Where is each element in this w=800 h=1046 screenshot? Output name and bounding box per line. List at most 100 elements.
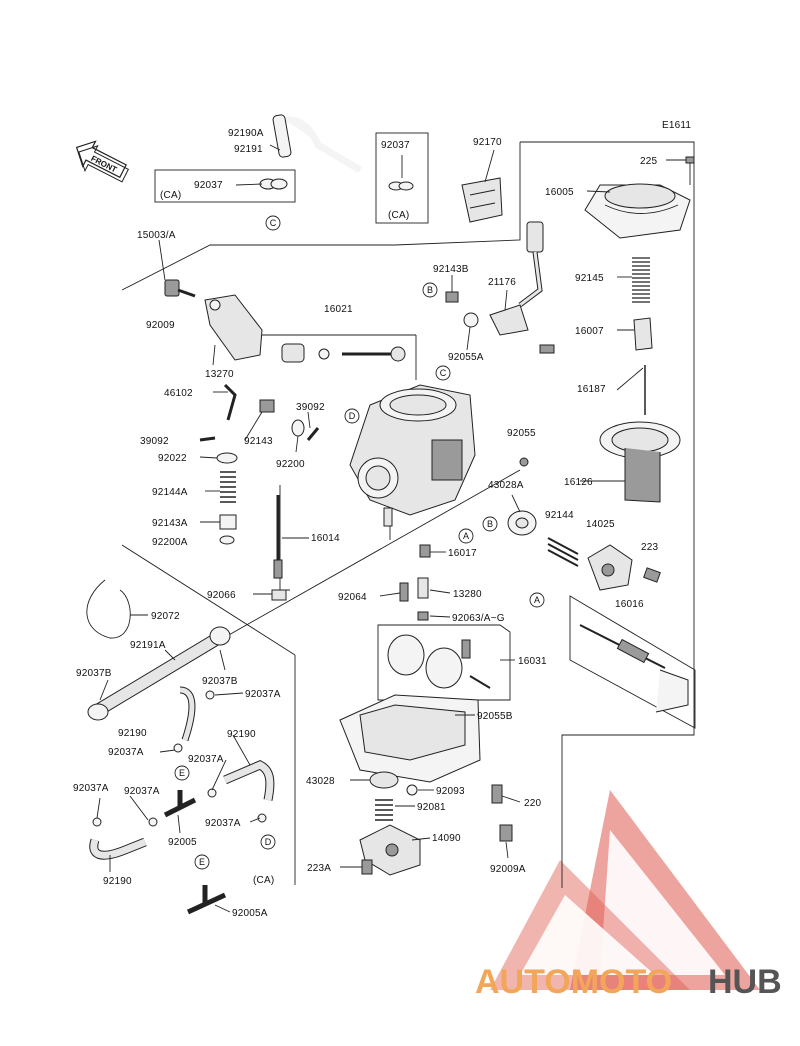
label-92144: 92144	[545, 510, 574, 521]
label-16014: 16014	[311, 533, 340, 544]
label-15003A: 15003/A	[137, 230, 176, 241]
label-92009: 92009	[146, 320, 175, 331]
part-92066	[271, 589, 287, 601]
label-ca-1: (CA)	[160, 190, 181, 201]
label-223: 223	[641, 542, 659, 553]
label-92037-ca: 92037	[194, 180, 223, 191]
label-92037A-d: 92037A	[73, 783, 109, 794]
callout-E-mid: E	[174, 765, 190, 781]
label-92200: 92200	[276, 459, 305, 470]
ca-box-left	[154, 169, 296, 203]
label-223A: 223A	[307, 863, 331, 874]
part-oring-92055	[519, 457, 529, 467]
label-46102: 46102	[164, 388, 193, 399]
part-top-cover-16005	[584, 183, 691, 239]
label-92170: 92170	[473, 137, 502, 148]
front-arrow-icon: FRONT	[75, 140, 130, 183]
label-39092-a: 39092	[140, 436, 169, 447]
part-tee-92005	[163, 790, 197, 818]
label-16005: 16005	[545, 187, 574, 198]
part-float-bowl	[339, 694, 481, 783]
part-16017	[419, 544, 431, 558]
label-92200A: 92200A	[152, 537, 188, 548]
label-92063: 92063/A~G	[452, 613, 505, 624]
label-92191A: 92191A	[130, 640, 166, 651]
part-diaphragm-16126	[599, 421, 681, 503]
part-washer-92200A	[219, 535, 235, 545]
svg-text:A: A	[534, 595, 540, 605]
callout-C-top: C	[265, 215, 281, 231]
part-43028	[369, 771, 399, 789]
label-92190-c: 92190	[103, 876, 132, 887]
part-bracket-13270	[204, 294, 263, 361]
label-92037A-b: 92037A	[108, 747, 144, 758]
part-holder-16007	[633, 317, 653, 351]
label-92037A-c: 92037A	[188, 754, 224, 765]
svg-text:D: D	[349, 411, 356, 421]
watermark-text-colored: AUTOMOTO	[475, 963, 672, 1001]
label-16126: 16126	[564, 477, 593, 488]
svg-text:C: C	[440, 368, 447, 378]
label-92055B: 92055B	[477, 711, 513, 722]
callout-A-body: A	[458, 528, 474, 544]
label-ca-2: (CA)	[388, 210, 409, 221]
label-92145: 92145	[575, 273, 604, 284]
svg-text:B: B	[427, 285, 433, 295]
label-92064: 92064	[338, 592, 367, 603]
part-jet-92063	[417, 611, 429, 621]
label-92081: 92081	[417, 802, 446, 813]
callout-D-hose: D	[260, 834, 276, 850]
label-14090: 14090	[432, 833, 461, 844]
part-throttle-shaft	[281, 343, 406, 363]
callout-E-bottom: E	[194, 854, 210, 870]
label-13270: 13270	[205, 369, 234, 380]
part-bolt-92009	[164, 279, 196, 298]
label-92072: 92072	[151, 611, 180, 622]
callout-C-body: C	[435, 365, 451, 381]
part-spring-92081	[375, 799, 393, 821]
label-92055A: 92055A	[448, 352, 484, 363]
label-92037A-a: 92037A	[245, 689, 281, 700]
label-43028: 43028	[306, 776, 335, 787]
watermark-logo: AUTOMOTO HUB	[475, 790, 782, 1001]
part-screw-223A	[361, 859, 373, 875]
frame-lines	[121, 141, 695, 888]
callout-D-body: D	[344, 408, 360, 424]
label-92190-b: 92190	[227, 729, 256, 740]
part-labels: 92190A 92191 92037 92170 225 (CA) 92037 …	[73, 128, 659, 919]
label-92190A: 92190A	[228, 128, 264, 139]
label-16017: 16017	[448, 548, 477, 559]
label-92022: 92022	[158, 453, 187, 464]
part-vent-hose-top	[272, 114, 362, 174]
svg-text:E: E	[199, 857, 205, 867]
label-ca-3: (CA)	[253, 875, 274, 886]
pilot-box	[569, 595, 696, 729]
part-screw-225	[685, 156, 695, 185]
part-cover-14090	[359, 824, 421, 876]
label-14025: 14025	[586, 519, 615, 530]
label-92143B: 92143B	[433, 264, 469, 275]
label-220: 220	[524, 798, 542, 809]
label-92037B-b: 92037B	[202, 676, 238, 687]
part-clamp-92170	[461, 177, 503, 223]
part-spring-92145	[632, 257, 650, 303]
part-spring-92144	[547, 537, 579, 567]
part-clip-92037	[259, 178, 414, 191]
part-92009A	[499, 824, 513, 842]
part-jet-13280	[417, 577, 429, 599]
part-39092-b	[306, 427, 320, 441]
leader-lines	[96, 144, 686, 913]
label-92190-a: 92190	[118, 728, 147, 739]
label-92037B-a: 92037B	[76, 668, 112, 679]
label-16021: 16021	[324, 304, 353, 315]
part-washer-92200	[291, 419, 305, 437]
callout-B-body: B	[482, 516, 498, 532]
label-13280: 13280	[453, 589, 482, 600]
label-92144A: 92144A	[152, 487, 188, 498]
label-92143A: 92143A	[152, 518, 188, 529]
label-92009A: 92009A	[490, 864, 526, 875]
part-screw-small	[539, 344, 555, 354]
part-screw-220	[491, 784, 503, 804]
svg-text:A: A	[463, 531, 469, 541]
ca-box-right	[375, 132, 429, 224]
